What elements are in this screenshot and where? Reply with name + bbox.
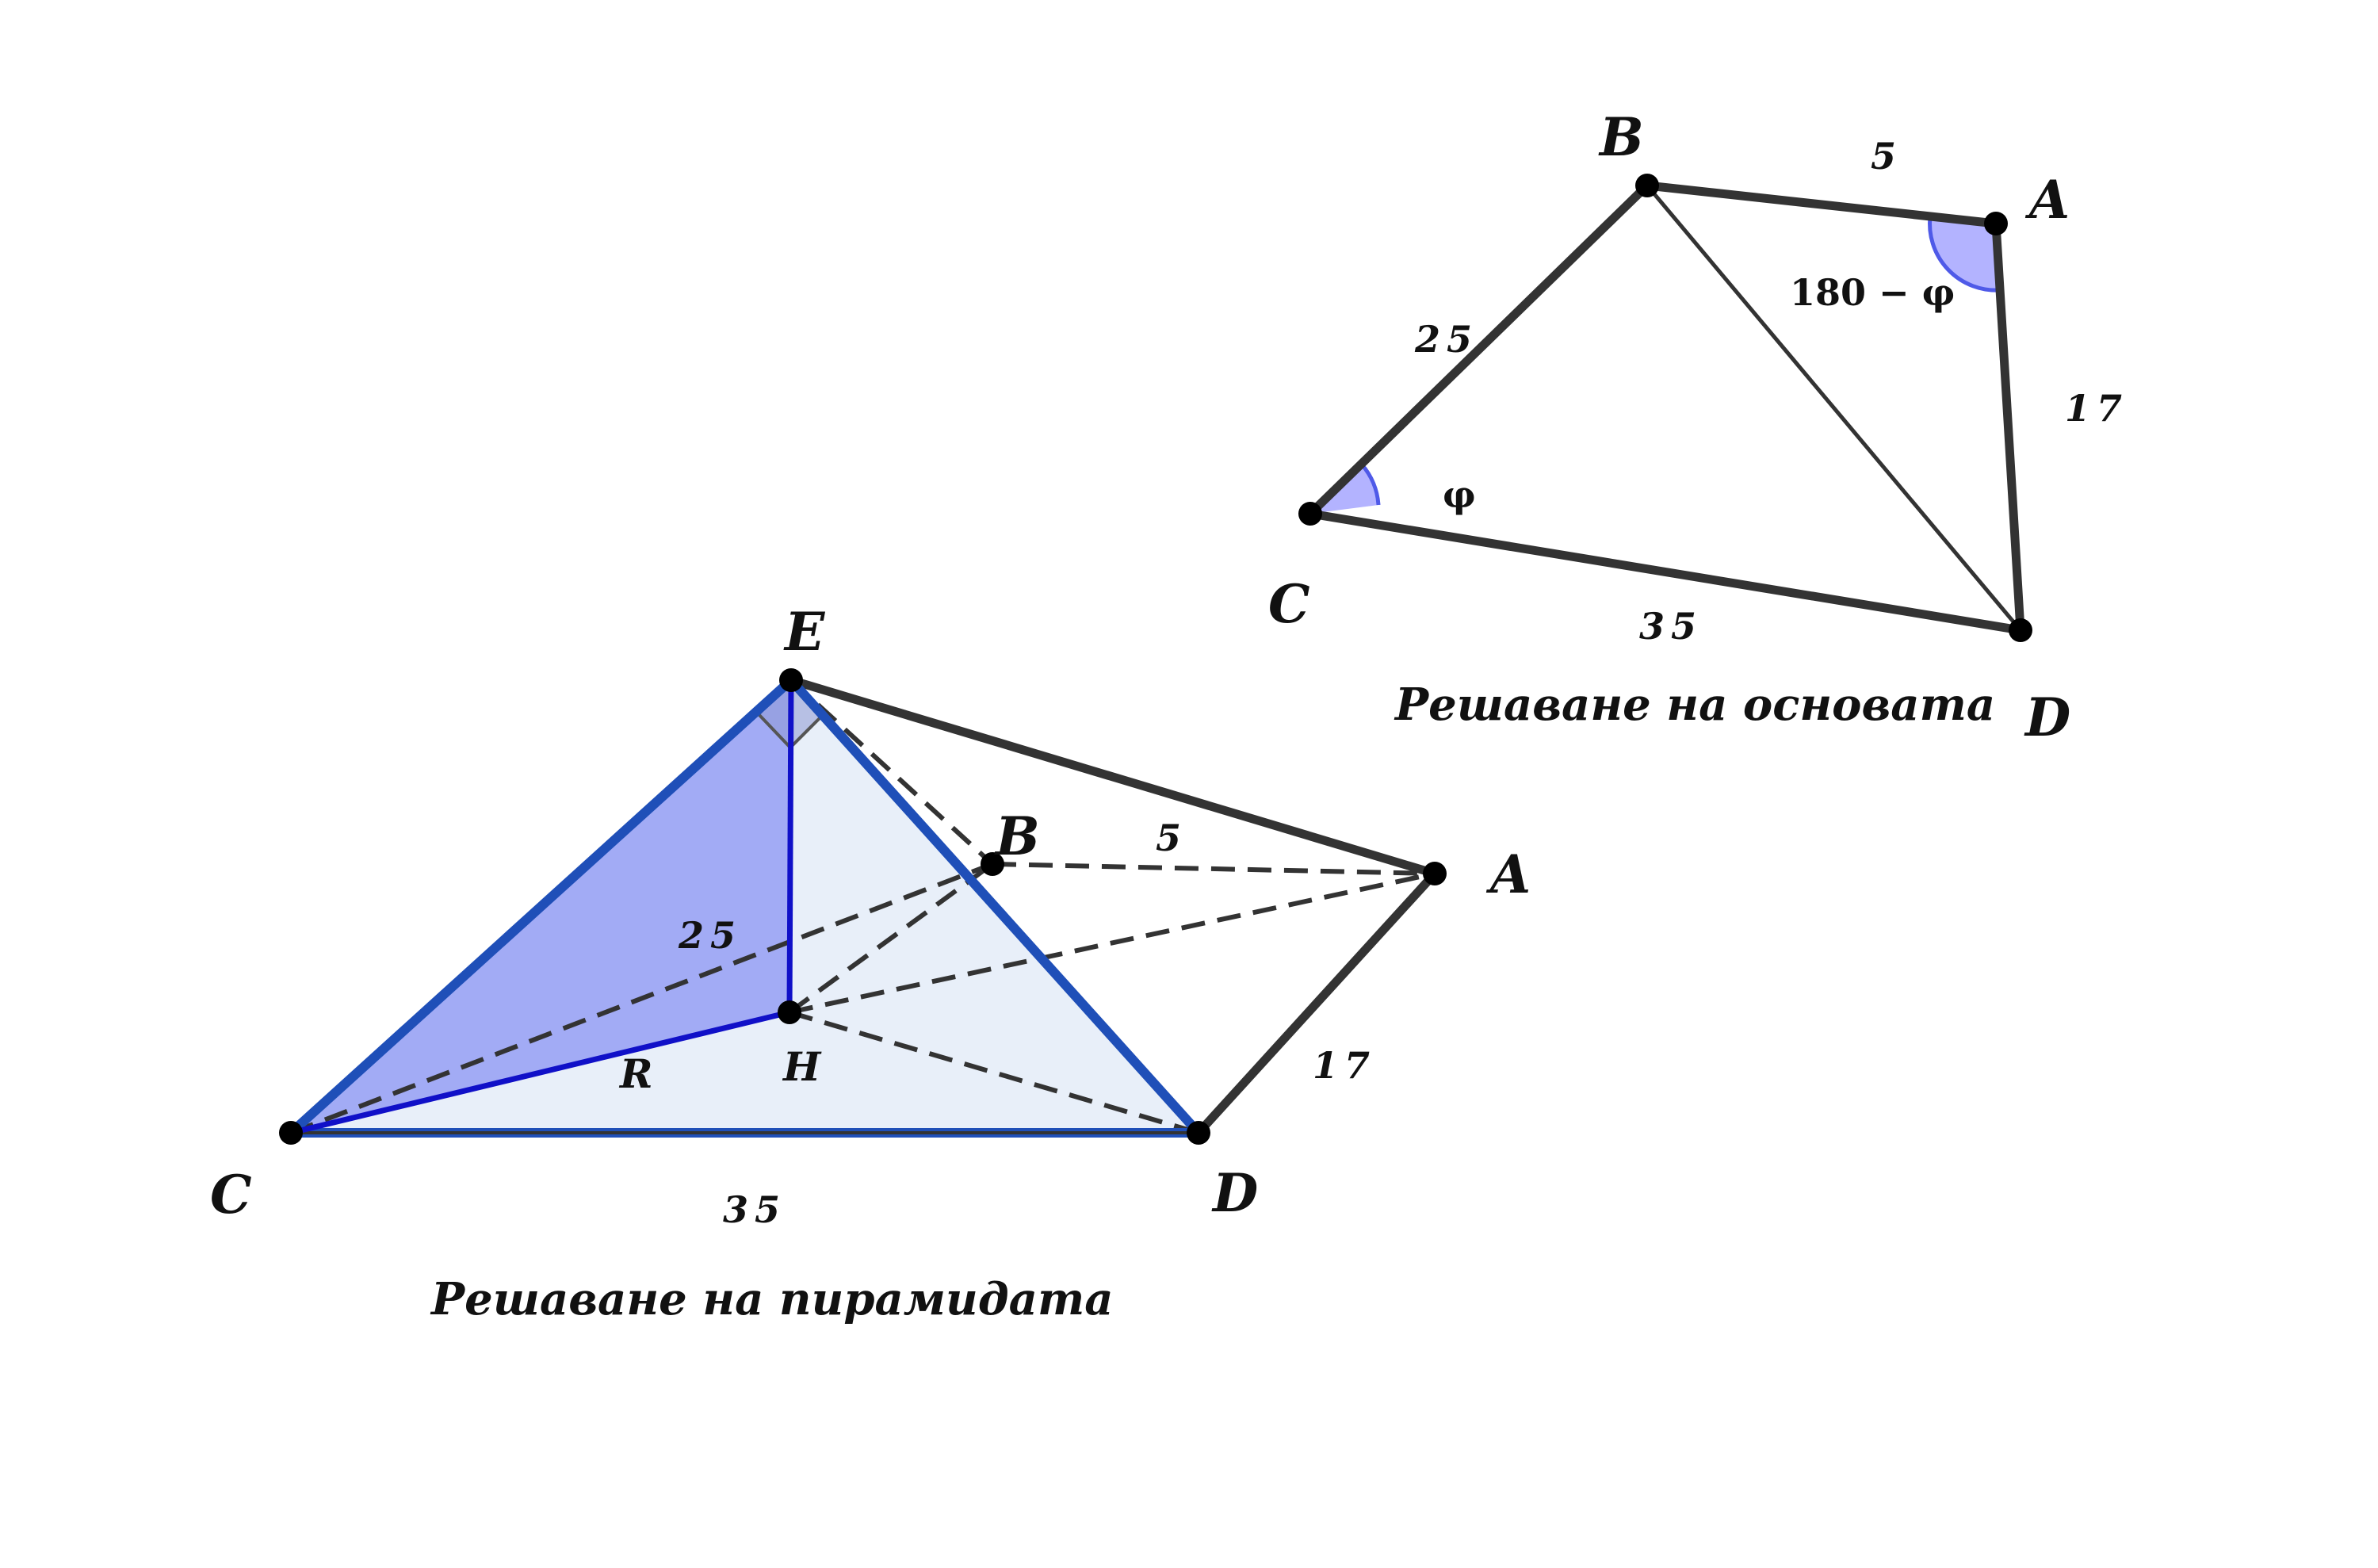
base-length-ab: 5 (1871, 135, 1902, 178)
base-length-da: 17 (2065, 387, 2128, 430)
base-caption: Решаване на основата (1394, 679, 1995, 731)
pyramid-caption: Решаване на пирамидата (430, 1273, 1113, 1325)
angle-a-arc (1928, 216, 2001, 293)
base-edge-ab (1642, 181, 2001, 228)
base-edge-ad (1991, 219, 2025, 635)
base-edge-cd (1306, 509, 2025, 635)
base-label-a: A (2024, 169, 2070, 231)
base-edge-bc (1306, 181, 1652, 518)
edge-ea (786, 675, 1439, 878)
base-label-c: C (1268, 573, 1310, 635)
segment-ha (789, 871, 1436, 1015)
base-diagonal-bd (1646, 184, 2022, 632)
base-angle-a-label: 180 − φ (1790, 271, 1955, 314)
label-b: B (994, 805, 1040, 867)
label-r: R (618, 1050, 653, 1097)
edge-ad (1194, 869, 1439, 1138)
base-figure: B A C D 5 25 17 35 φ 180 − φ Решаване на… (1268, 106, 2128, 748)
point-c (279, 1121, 303, 1145)
pyramid-figure: E B A H C D 5 25 17 35 R Решаване на пир… (210, 601, 1531, 1325)
angle-c-arc (1360, 463, 1381, 506)
point-a (1423, 862, 1447, 885)
edge-ed (786, 675, 1203, 1138)
point-d (1187, 1121, 1210, 1145)
label-h: H (782, 1043, 822, 1090)
point-h (778, 1000, 801, 1024)
height-eh (786, 679, 794, 1013)
edge-cb (289, 862, 994, 1135)
segment-hb (788, 862, 994, 1015)
edge-ba (992, 862, 1436, 876)
radius-ch (290, 1009, 790, 1136)
base-label-d: D (2024, 686, 2070, 748)
pyramid-length-bc: 25 (678, 914, 742, 957)
base-length-bc: 25 (1414, 318, 1478, 361)
base-point-d (2009, 618, 2032, 642)
label-c: C (210, 1164, 252, 1226)
base-point-c (1298, 502, 1322, 526)
base-point-b (1635, 174, 1659, 197)
label-d: D (1211, 1162, 1258, 1224)
base-point-a (1984, 212, 2008, 235)
label-a: A (1485, 843, 1531, 905)
base-length-cd: 35 (1639, 605, 1703, 648)
edge-ec (286, 675, 796, 1138)
base-angle-c-label: φ (1443, 473, 1476, 516)
label-e: E (783, 601, 826, 663)
point-e (779, 668, 803, 692)
pyramid-length-ab: 5 (1156, 817, 1187, 859)
pyramid-length-cd: 35 (723, 1188, 786, 1231)
hidden-edges (289, 678, 1436, 1135)
base-label-b: B (1598, 106, 1644, 168)
angle-a-marker (1929, 216, 2000, 291)
pyramid-length-da: 17 (1313, 1044, 1376, 1087)
point-b (981, 852, 1004, 876)
